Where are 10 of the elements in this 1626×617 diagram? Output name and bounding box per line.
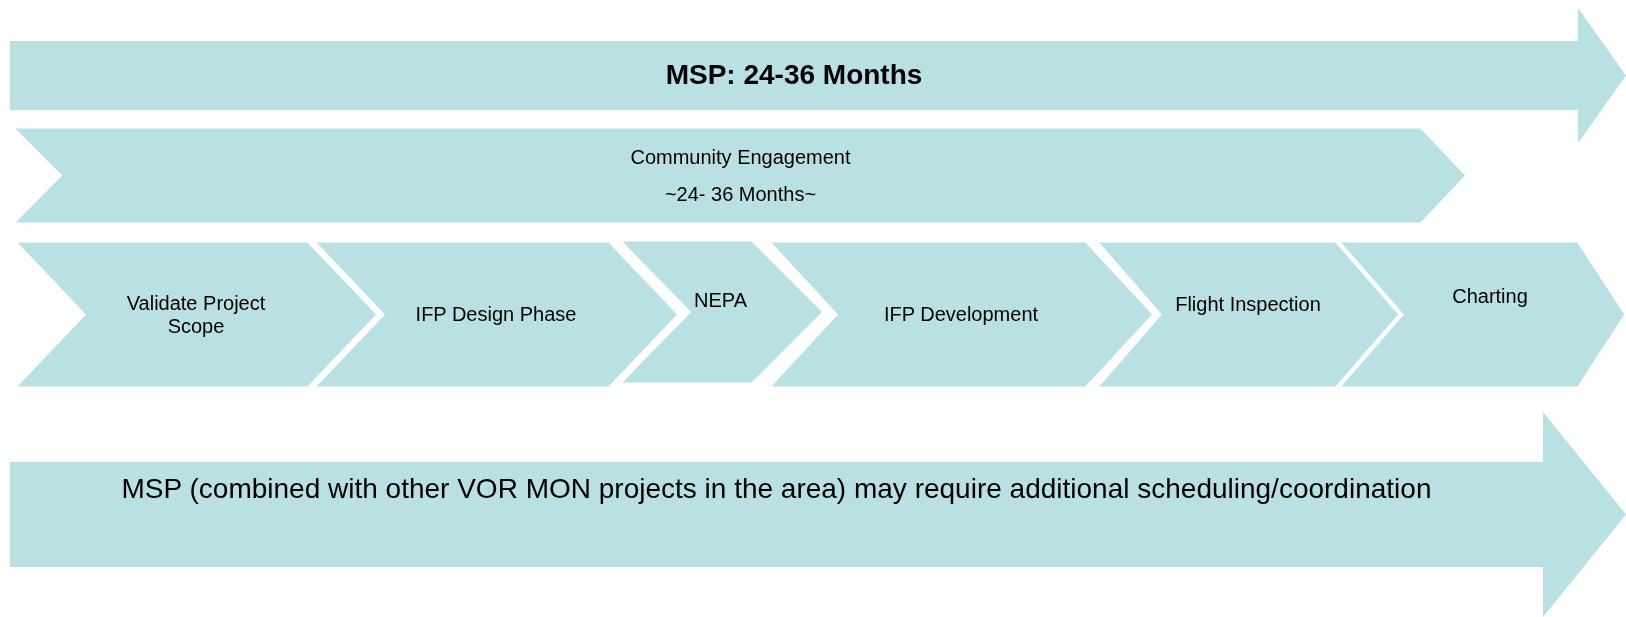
phase-label: IFP Development [883, 303, 1039, 326]
phase-label: Validate Project Scope [125, 291, 267, 338]
phase-label: IFP Design Phase [415, 303, 577, 326]
phase-label: Community Engagement [630, 145, 851, 169]
phase-label: NEPA [694, 288, 747, 312]
phase-label: Charting [1452, 285, 1528, 308]
banner-note: MSP (combined with other VOR MON projects in the area) may require additional scheduling/coordination [121, 473, 1432, 506]
phase-label: Flight Inspection [1175, 293, 1321, 316]
banner-title: MSP: 24-36 Months [665, 59, 923, 92]
duration-label: ~24- 36 Months~ [664, 182, 817, 206]
